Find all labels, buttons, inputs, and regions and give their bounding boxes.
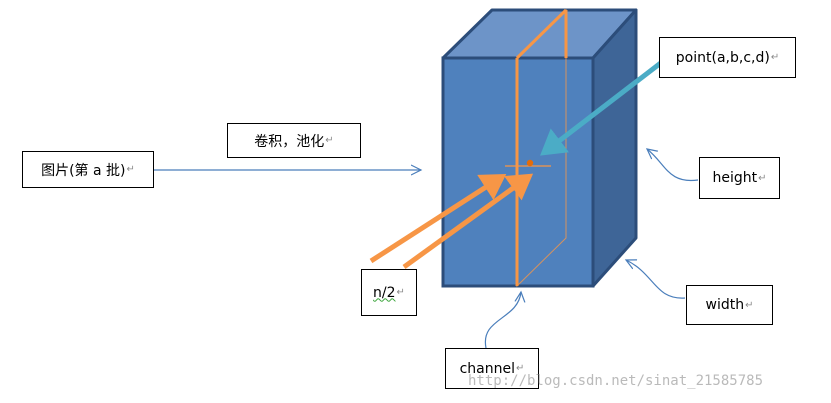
target-point [526, 159, 534, 167]
return-mark: ↵ [758, 172, 767, 184]
width-text: width [705, 297, 745, 313]
channel-label: channel↵ [445, 348, 539, 389]
n-half-arrow-2 [402, 173, 534, 270]
channel-connector [484, 292, 521, 349]
return-mark: ↵ [396, 287, 405, 298]
n-half-text: n/2 [373, 284, 396, 301]
return-mark: ↵ [770, 52, 780, 63]
return-mark: ↵ [325, 135, 334, 146]
feature-cube [441, 8, 638, 288]
cube-side-face [591, 8, 638, 288]
conv-pool-label: 卷积，池化↵ [227, 123, 361, 158]
n-half-arrow-1 [369, 173, 507, 264]
input-batch-label: 图片(第 a 批)↵ [22, 151, 154, 188]
width-label: width↵ [686, 285, 773, 325]
conv-pool-text: 卷积，池化 [254, 133, 325, 150]
return-mark: ↵ [516, 363, 525, 374]
input-batch-text: 图片(第 a 批) [41, 162, 126, 179]
watermark: http://blog.csdn.net/sinat_21585785 [468, 373, 764, 389]
channel-slice-plane [515, 8, 568, 288]
n-half-label: n/2↵ [361, 269, 417, 316]
point-text: point(a,b,c,d) [675, 49, 770, 66]
channel-text: channel [459, 360, 515, 377]
point-label: point(a,b,c,d)↵ [659, 37, 796, 78]
height-label: height↵ [699, 157, 780, 199]
return-mark: ↵ [126, 164, 135, 175]
return-mark: ↵ [745, 299, 754, 311]
point-arrow [540, 60, 664, 156]
height-connector [647, 149, 699, 182]
height-text: height [712, 170, 758, 186]
width-connector [626, 260, 686, 299]
